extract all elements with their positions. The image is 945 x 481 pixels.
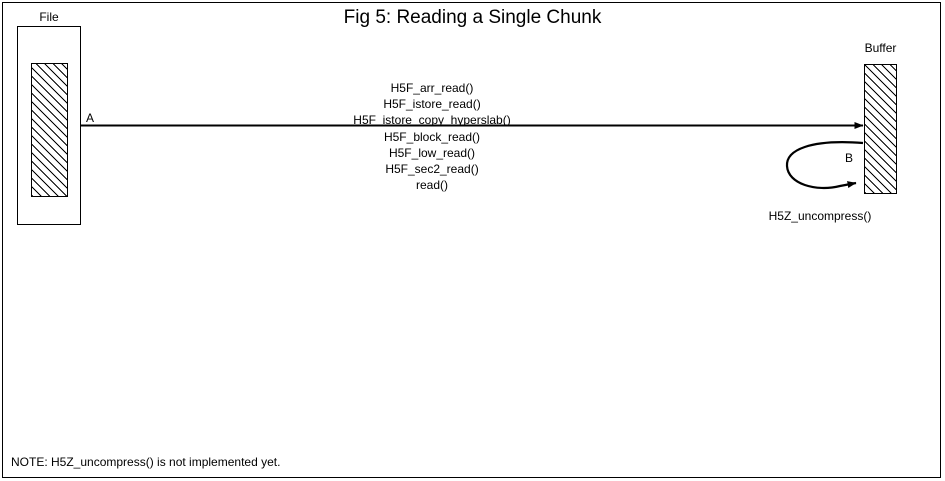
call-stack-list: H5F_arr_read() H5F_istore_read() H5F_ist… xyxy=(282,80,582,193)
buffer-box xyxy=(864,64,897,194)
call-stack-item: H5F_istore_read() xyxy=(383,97,481,112)
call-stack-item: H5F_low_read() xyxy=(388,145,476,160)
file-chunk-hatched xyxy=(31,63,68,197)
uncompress-loop-arrow-b xyxy=(785,141,864,190)
buffer-box-label: Buffer xyxy=(864,41,897,55)
arrow-point-label-b: B xyxy=(845,151,854,165)
page-title: Fig 5: Reading a Single Chunk xyxy=(343,7,602,28)
call-stack-item: H5F_block_read() xyxy=(383,129,481,144)
footer-note: NOTE: H5Z_uncompress() is not implemente… xyxy=(11,455,281,469)
call-stack-item: H5F_arr_read() xyxy=(390,81,474,95)
call-stack-item: H5F_sec2_read() xyxy=(385,162,479,177)
file-box-label: File xyxy=(39,10,59,24)
uncompress-function-label: H5Z_uncompress() xyxy=(768,209,872,223)
arrow-point-label-a: A xyxy=(86,111,95,125)
call-stack-item: H5F_istore_copy_hyperslab() xyxy=(353,113,511,128)
call-stack-item: read() xyxy=(415,178,448,193)
